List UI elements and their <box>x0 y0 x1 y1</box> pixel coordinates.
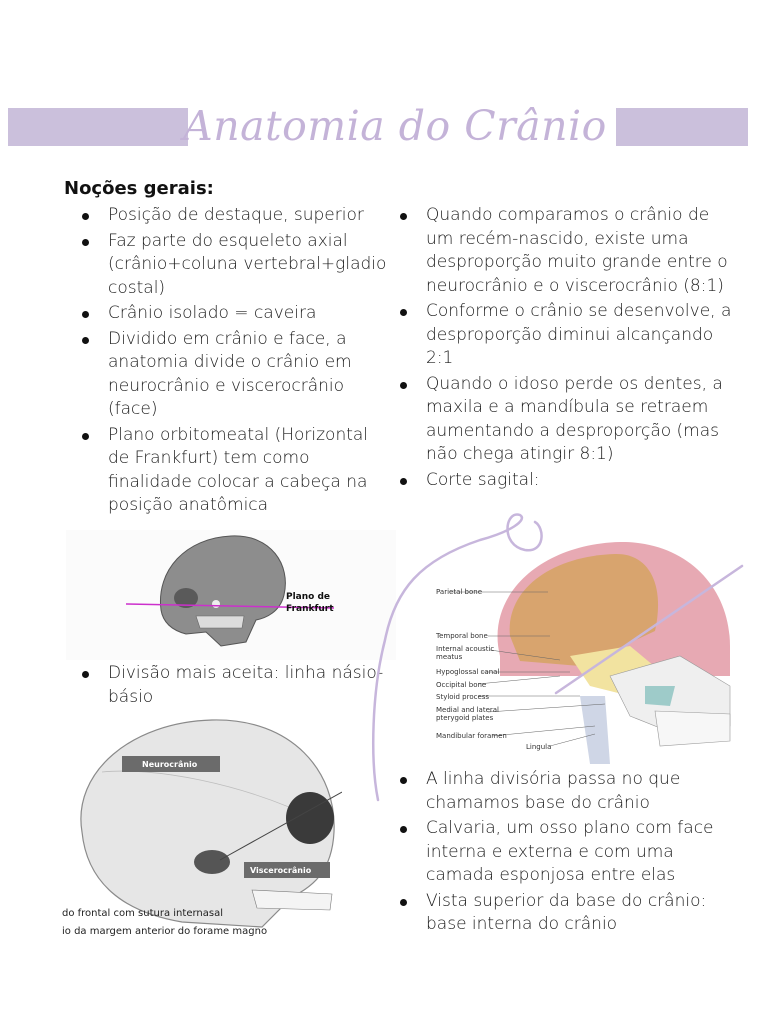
right-bullet-list: Quando comparamos o crânio de um recém-n… <box>380 204 740 494</box>
label-hypoglossal-canal: Hypoglossal canal <box>436 668 500 676</box>
label-pterygoid-2: pterygoid plates <box>436 714 494 722</box>
title-band <box>8 108 748 146</box>
list-item: Quando o idoso perde os dentes, a maxila… <box>380 373 740 467</box>
list-item: Faz parte do esqueleto axial (crânio+col… <box>62 230 392 301</box>
list-item: Dividido em crânio e face, a anatomia di… <box>62 328 392 422</box>
figure-caption-2: io da margem anterior do forame magno <box>62 926 268 937</box>
list-item: Quando comparamos o crânio de um recém-n… <box>380 204 740 298</box>
list-item: Conforme o crânio se desenvolve, a despr… <box>380 300 740 371</box>
frankfurt-plane-figure: Plano de Frankfurt <box>66 530 396 660</box>
skull-lateral-illustration <box>66 530 396 660</box>
frankfurt-label-line-1: Plano de <box>286 592 331 602</box>
page-title: Anatomia do Crânio <box>183 102 607 150</box>
list-item: Crânio isolado = caveira <box>62 302 392 326</box>
list-item: Corte sagital: <box>380 469 740 493</box>
list-item: Divisão mais aceita: linha násio-básio <box>62 662 392 709</box>
list-item: A linha divisória passa no que chamamos … <box>380 768 740 815</box>
label-internal-acoustic: Internal acoustic <box>436 645 495 653</box>
label-parietal-bone: Parietal bone <box>436 588 482 596</box>
skull-division-figure: Neurocrânio Viscerocrânio do frontal com… <box>62 712 342 942</box>
left-bullet-list: Posição de destaque, superior Faz parte … <box>62 204 392 520</box>
frankfurt-label-line-2: Frankfurt <box>286 604 334 614</box>
section-heading: Noções gerais: <box>64 178 214 199</box>
label-pterygoid-1: Medial and lateral <box>436 706 499 714</box>
label-meatus: meatus <box>436 653 463 661</box>
viscerocranio-label: Viscerocrânio <box>250 866 312 875</box>
label-occipital-bone: Occipital bone <box>436 681 487 689</box>
label-temporal-bone: Temporal bone <box>436 632 488 640</box>
left-bullet-list-2: Divisão mais aceita: linha násio-básio <box>62 662 392 711</box>
figure-caption-1: do frontal com sutura internasal <box>62 908 223 919</box>
neurocranio-label: Neurocrânio <box>142 760 198 769</box>
list-item: Posição de destaque, superior <box>62 204 392 228</box>
list-item: Vista superior da base do crânio: base i… <box>380 890 740 937</box>
skull-division-illustration <box>62 712 342 942</box>
label-mandibular-foramen: Mandibular foramen <box>436 732 507 740</box>
title-band-gap <box>188 108 616 146</box>
list-item: Calvaria, um osso plano com face interna… <box>380 817 740 888</box>
label-lingula: Lingula <box>526 743 552 751</box>
list-item: Plano orbitomeatal (Horizontal de Frankf… <box>62 424 392 518</box>
label-styloid-process: Styloid process <box>436 693 490 701</box>
right-bullet-list-2: A linha divisória passa no que chamamos … <box>380 768 740 939</box>
sagittal-section-figure: Parietal bone Temporal bone Internal aco… <box>430 536 740 764</box>
